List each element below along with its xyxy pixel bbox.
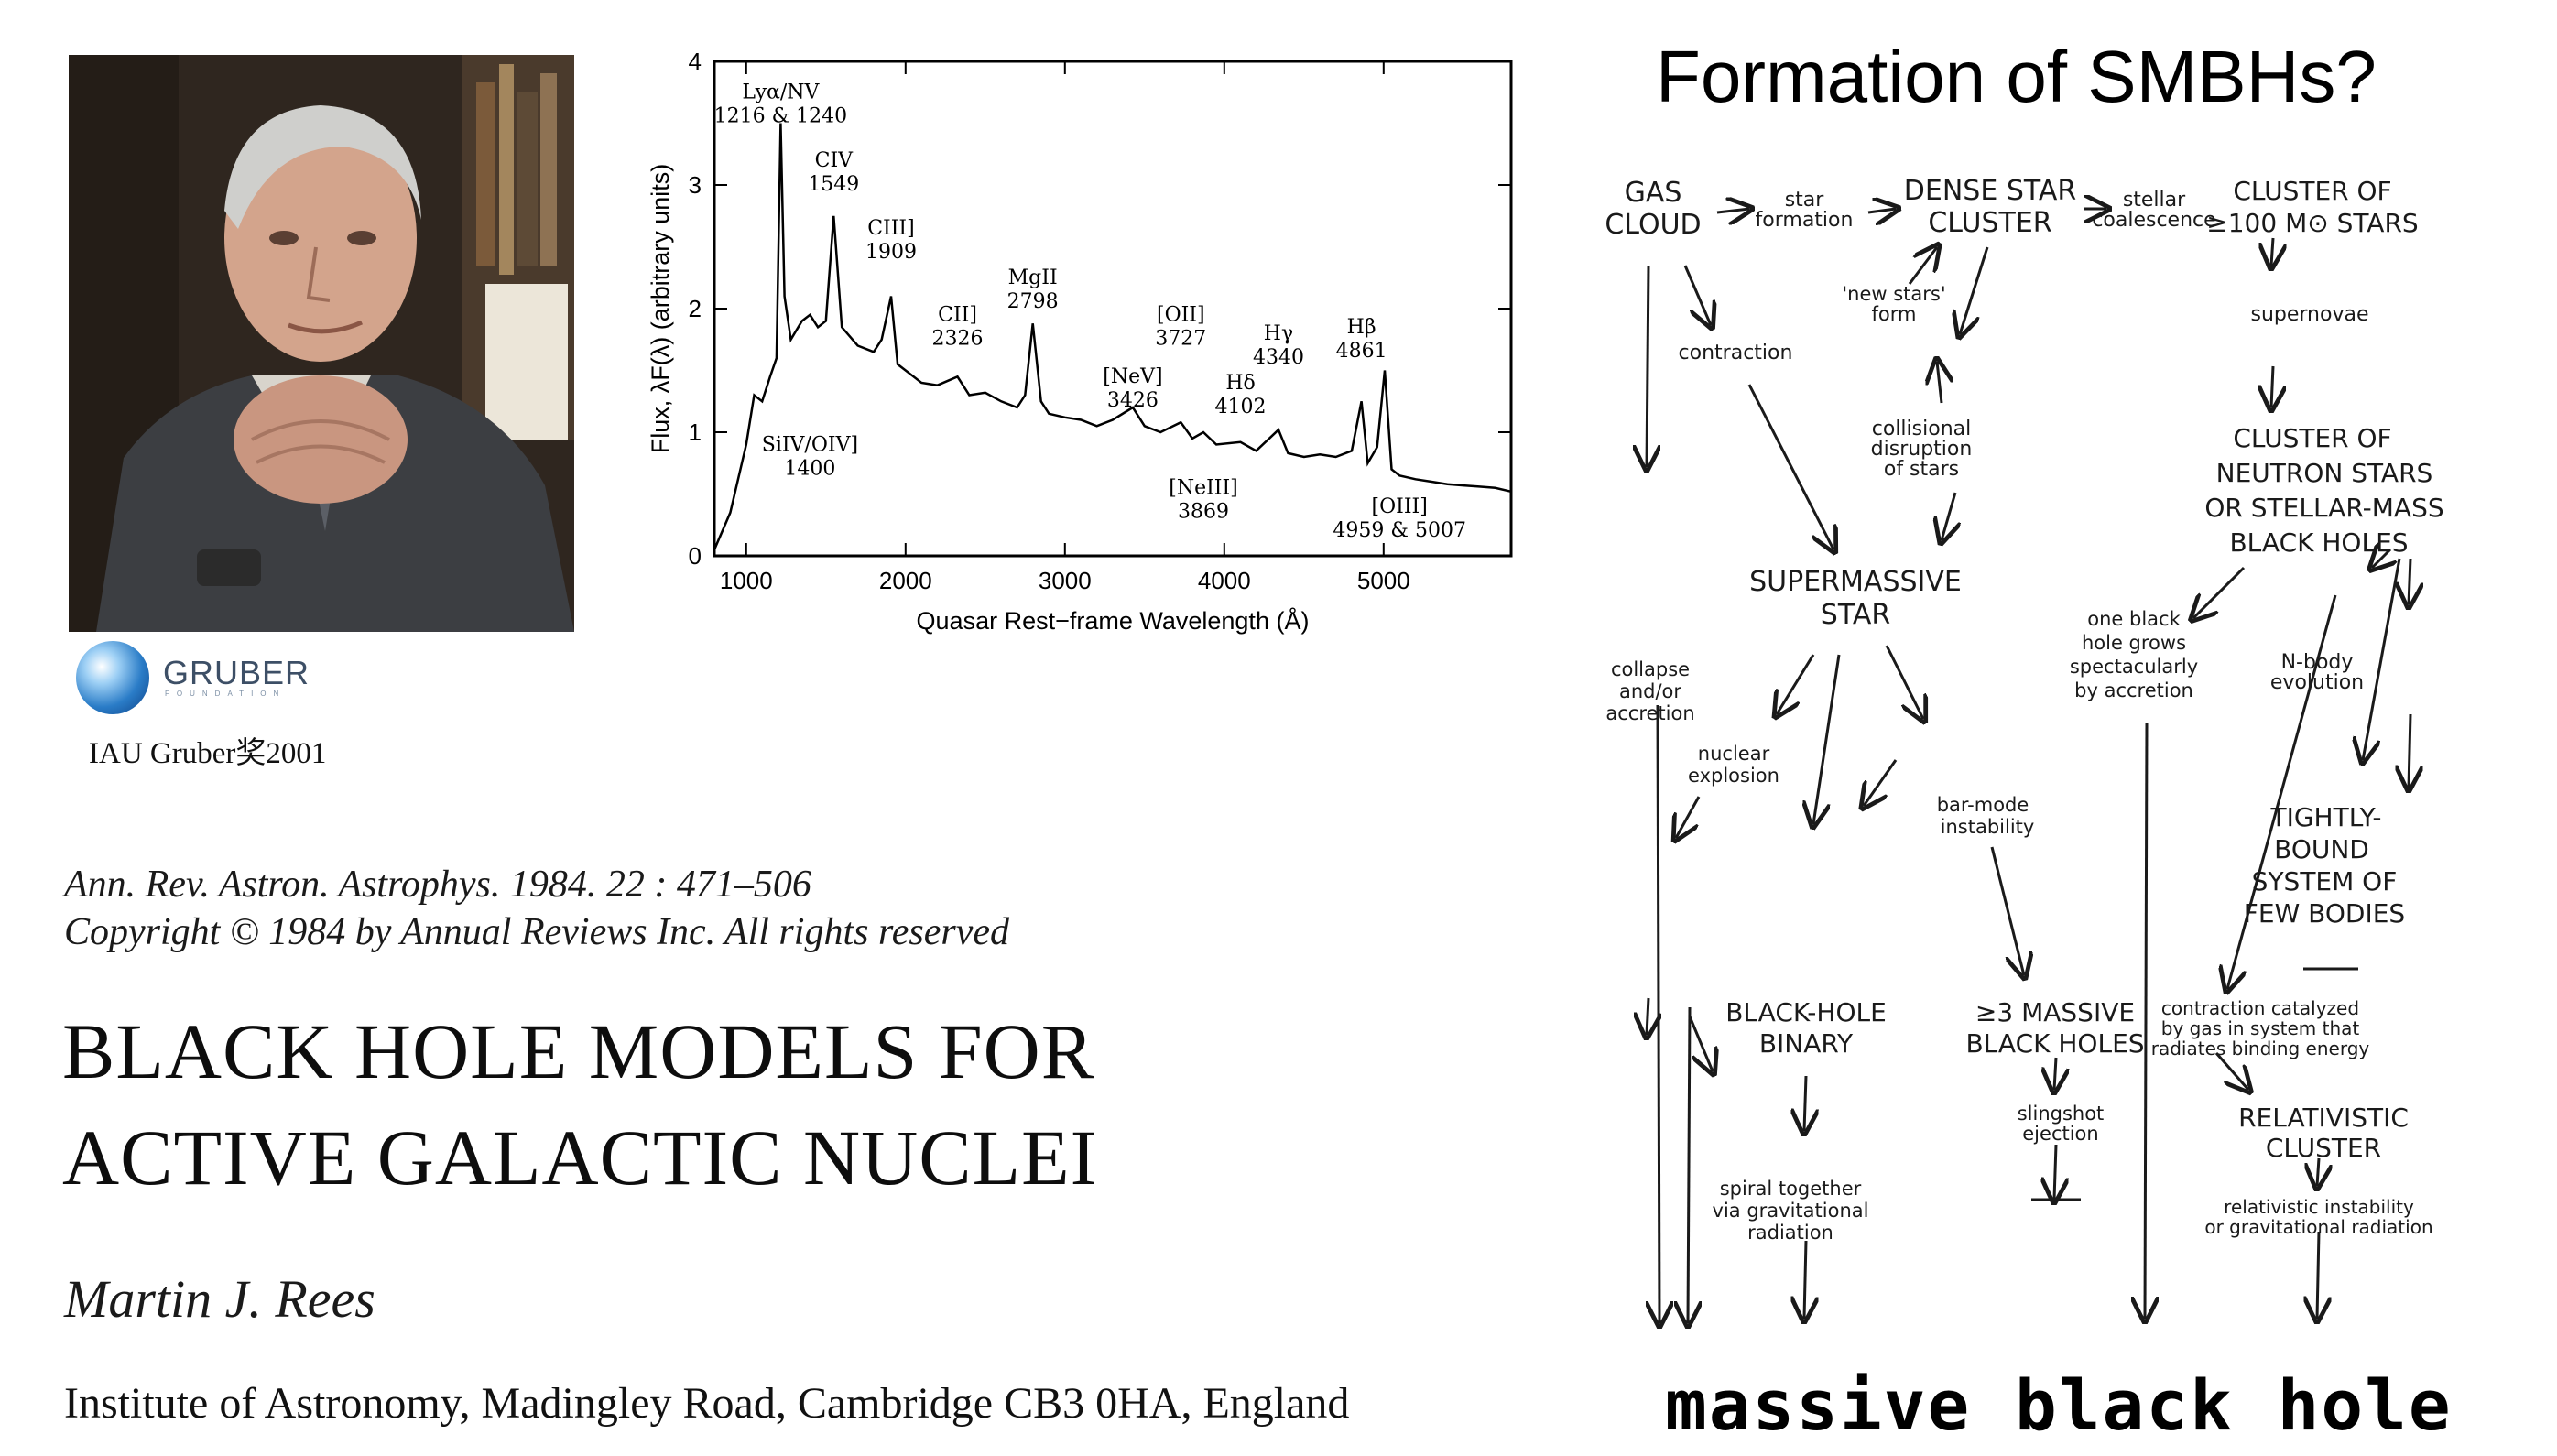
x-tick-label: 5000 [1357, 567, 1410, 594]
gruber-globe-icon [76, 641, 149, 714]
spectral-line-label: CII]2326 [932, 304, 984, 351]
portrait-caption: IAU Gruber奖2001 [89, 737, 327, 770]
edge-new-stars-form: 'new stars'form [1842, 283, 1945, 325]
y-tick-label: 0 [689, 542, 702, 570]
citation: Ann. Rev. Astron. Astrophys. 1984. 22 : … [64, 861, 1009, 956]
citation-journal: Ann. Rev. Astron. Astrophys. 1984. 22 : … [64, 864, 811, 906]
paper-institute: Institute of Astronomy, Madingley Road, … [64, 1379, 1350, 1428]
y-tick-label: 2 [689, 295, 702, 322]
x-tick-label: 1000 [720, 567, 773, 594]
spectral-line-label: [NeV]3426 [1103, 365, 1162, 412]
spectral-line-label: [OII]3727 [1155, 304, 1206, 351]
spectral-line-label: [OIII]4959 & 5007 [1333, 495, 1466, 542]
gruber-logo-subtext: FOUNDATION [165, 690, 287, 698]
slide-title: Formation of SMBHs? [1656, 36, 2377, 117]
paper-title: BLACK HOLE MODELS FOR ACTIVE GALACTIC NU… [62, 998, 1097, 1211]
plot-frame [713, 60, 1513, 558]
gruber-logo-text: GRUBER [163, 654, 310, 691]
edge-contraction: contraction [1679, 342, 1793, 364]
spectral-line-label: SiIV/OIV]1400 [762, 433, 858, 480]
citation-copyright: Copyright © 1984 by Annual Reviews Inc. … [64, 911, 1009, 953]
massive-black-hole-label: massive black hole [1665, 1364, 2453, 1446]
y-tick-label: 1 [689, 418, 702, 446]
node-cluster-100msun: CLUSTER OF≥100 M⊙ STARS [2206, 176, 2418, 238]
paper-title-line-2: ACTIVE GALACTIC NUCLEI [62, 1114, 1098, 1201]
y-tick-label: 3 [689, 171, 702, 199]
gruber-logo: GRUBER FOUNDATION [76, 641, 351, 714]
y-axis-label: Flux, λF(λ) (arbitrary units) [647, 164, 674, 454]
spectral-line-label: CIII]1909 [865, 217, 917, 264]
x-tick-label: 3000 [1039, 567, 1092, 594]
y-tick-label: 4 [689, 50, 702, 75]
edge-supernovae: supernovae [2250, 303, 2368, 326]
x-axis-label: Quasar Rest−frame Wavelength (Å) [917, 606, 1310, 635]
x-tick-label: 2000 [879, 567, 932, 594]
spectral-line-label: [NeIII]3869 [1169, 477, 1238, 524]
paper-title-line-1: BLACK HOLE MODELS FOR [62, 1007, 1095, 1095]
portrait-photo [69, 55, 574, 632]
x-tick-label: 4000 [1198, 567, 1251, 594]
paper-author: Martin J. Rees [64, 1269, 375, 1329]
spectrum-series-line [713, 123, 1512, 550]
